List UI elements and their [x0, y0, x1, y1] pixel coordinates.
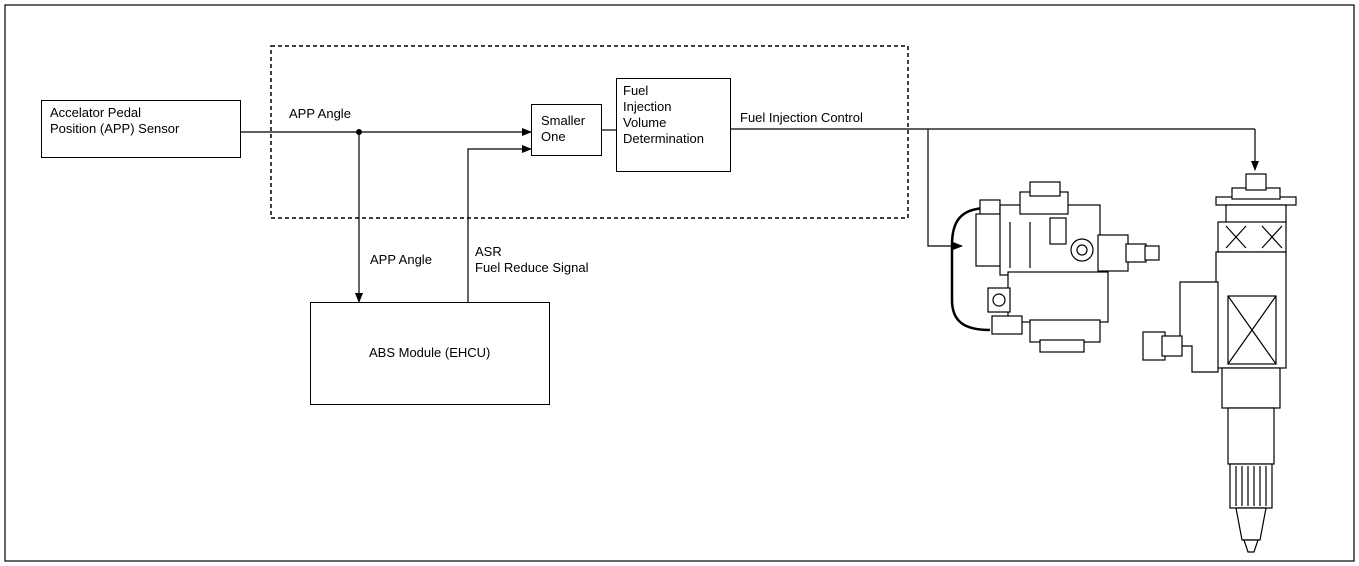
smaller-one-label: Smaller One [541, 113, 586, 144]
supply-pump-illustration [950, 181, 1160, 353]
injector-illustration [1142, 173, 1297, 553]
fuel-injection-control-label: Fuel Injection Control [740, 110, 863, 125]
outer-border [4, 4, 1355, 562]
app-sensor-label: Accelator Pedal Position (APP) Sensor [50, 105, 180, 136]
abs-module-label: ABS Module (EHCU) [369, 345, 491, 360]
fuel-volume-label: Fuel Injection Volume Determination [623, 83, 704, 146]
pump-arrow-line [927, 129, 963, 250]
fuel-volume-block: Fuel Injection Volume Determination [616, 78, 731, 172]
asr-line [467, 145, 532, 302]
asr-signal-label: ASR Fuel Reduce Signal [475, 244, 589, 275]
ecm-boundary [270, 45, 909, 219]
app-angle-top-label: APP Angle [289, 106, 351, 121]
smaller-one-block: Smaller One [531, 104, 602, 156]
abs-module-block: ABS Module (EHCU) [310, 302, 550, 405]
app-sensor-block: Accelator Pedal Position (APP) Sensor [41, 100, 241, 158]
app-angle-down-label: APP Angle [370, 252, 432, 267]
